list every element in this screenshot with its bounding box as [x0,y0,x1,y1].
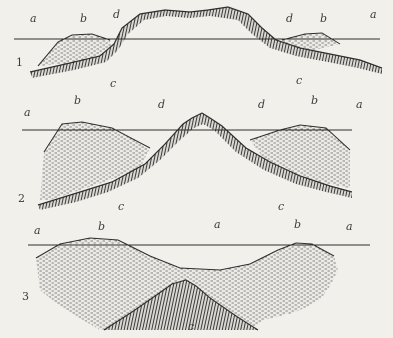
label-c: c [118,200,124,213]
label-d: d [113,8,120,21]
label-d: d [158,98,165,111]
section-2: a b d d b a 2 c c [18,94,363,213]
label-d: d [286,12,293,25]
label-a: a [24,106,31,119]
label-b: b [320,12,327,25]
label-d: d [258,98,265,111]
label-c: c [188,320,194,333]
label-b: b [294,218,301,231]
label-a: a [370,8,377,21]
label-b: b [80,12,87,25]
label-a: a [30,12,37,25]
label-c: c [110,77,116,90]
label-c: c [296,74,302,87]
label-a: a [356,98,363,111]
label-c: c [278,200,284,213]
label-a: a [34,224,41,237]
section-3: a b a b a 3 c [22,218,370,333]
section-1: a b d d b a 1 c c [14,7,382,90]
section-number: 1 [16,56,23,69]
label-a: a [214,218,221,231]
label-a: a [346,220,353,233]
label-b: b [98,220,105,233]
section-number: 2 [18,192,25,205]
section-number: 3 [22,290,29,303]
label-b: b [74,94,81,107]
label-b: b [311,94,318,107]
